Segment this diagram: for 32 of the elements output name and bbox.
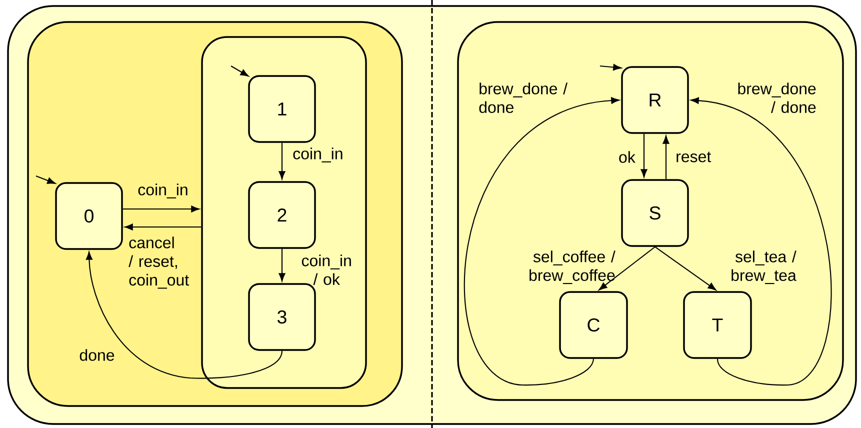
transition-arrow [86, 252, 283, 379]
edge-label: coin_in [293, 148, 342, 162]
edge-label: reset [676, 152, 712, 162]
transition-arrow [278, 248, 286, 282]
transition-arrow [464, 97, 620, 386]
transition-arrow [598, 246, 656, 290]
edge-label: done [80, 349, 114, 361]
edge-label: brew_done / done [479, 82, 568, 113]
state-box: 1 [248, 75, 316, 143]
state-box: T [683, 291, 752, 359]
state-box: R [621, 66, 689, 134]
transition-arrow [662, 136, 670, 180]
edge-label: coin_in / ok [302, 254, 351, 285]
initial-arrow [230, 66, 249, 77]
initial-arrow [36, 176, 56, 184]
transition-arrow [124, 224, 202, 230]
transition-arrow [690, 97, 832, 386]
transition-arrow [278, 142, 286, 180]
edge-label: ok [619, 151, 636, 163]
state-box: C [559, 291, 628, 359]
state-box: 0 [55, 182, 123, 250]
edge-label: sel_coffee / brew_coffee [530, 250, 616, 284]
state-box: S [621, 179, 689, 247]
state-box: 2 [248, 181, 316, 249]
transition-arrow [654, 246, 716, 290]
edge-label: cancel / reset, coin_out [128, 236, 189, 289]
edge-label: coin_in [138, 184, 188, 198]
edge-label: sel_tea / brew_tea [732, 250, 796, 284]
initial-arrow [600, 64, 622, 71]
transition-arrow [122, 206, 200, 212]
transition-arrow [640, 134, 648, 178]
edge-label: brew_done / done [738, 82, 816, 113]
